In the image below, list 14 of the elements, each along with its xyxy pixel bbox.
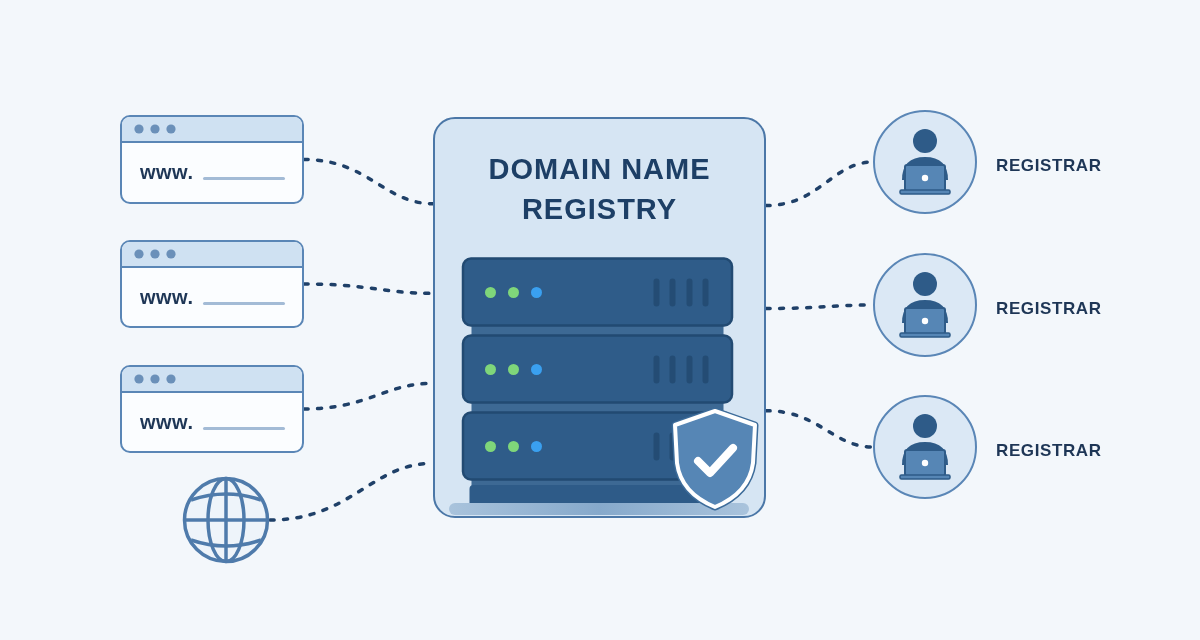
globe-icon [182, 476, 270, 564]
url-text: www. [140, 160, 194, 183]
browser-window [120, 365, 304, 453]
browser-window [120, 240, 304, 328]
url-text: www. [140, 410, 194, 433]
caption-label: REGISTRAR [996, 156, 1102, 176]
caption-label: REGISTRAR [996, 299, 1102, 319]
dotted-connector [302, 157, 435, 206]
panel-title: DOMAIN NAME REGISTRY [487, 152, 712, 227]
url-text: www. [140, 285, 194, 308]
registry-panel [433, 117, 766, 518]
caption-label: REGISTRAR [996, 441, 1102, 461]
browser-window [120, 115, 304, 204]
dotted-connector [764, 409, 875, 449]
